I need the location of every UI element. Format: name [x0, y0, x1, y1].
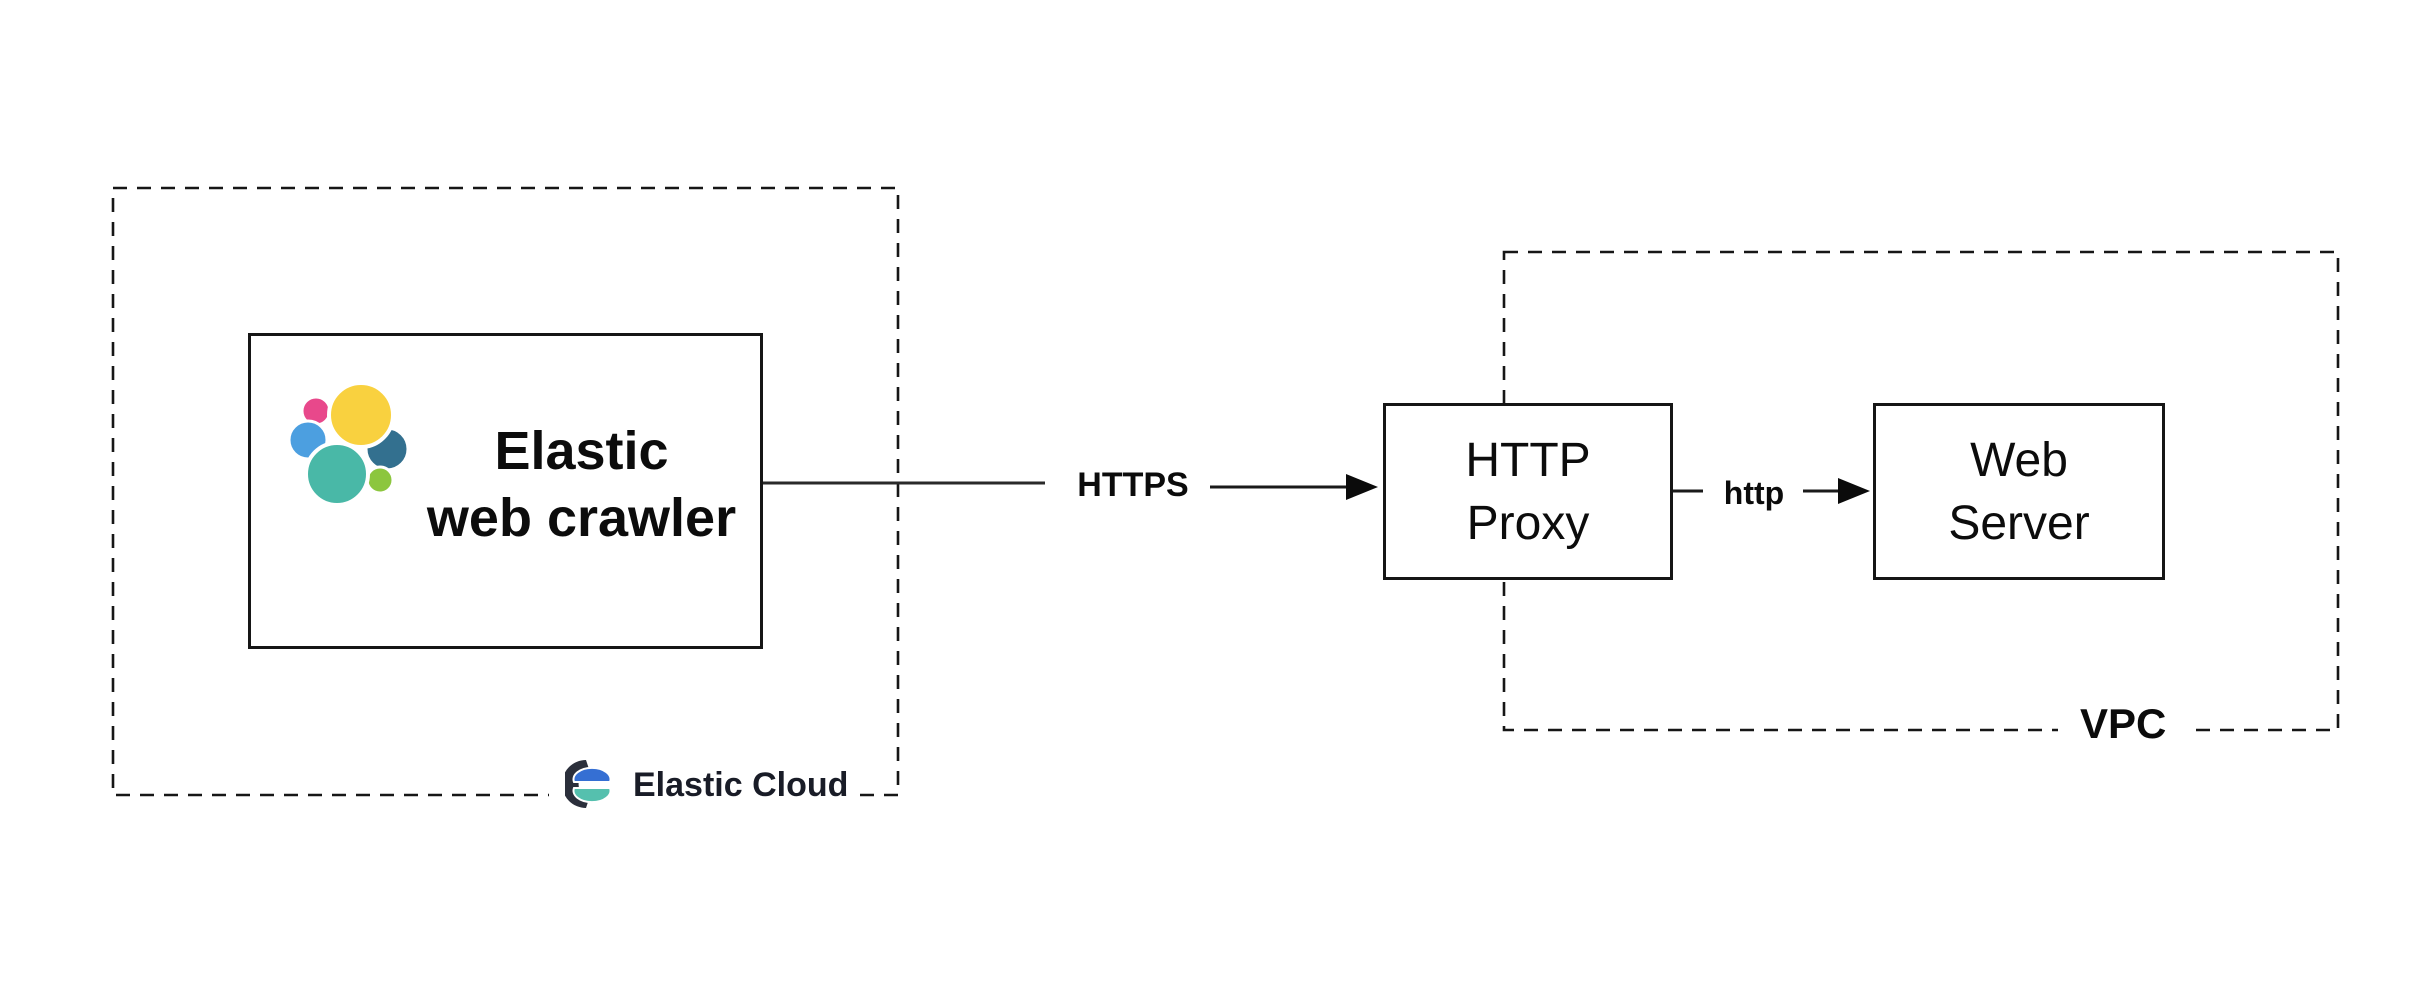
vpc-group-label: VPC: [2058, 701, 2189, 747]
logo-blob-green: [365, 465, 395, 495]
logo-blob-yellow: [327, 384, 395, 449]
server-node-title: Web Server: [1948, 429, 2089, 555]
web-server-node: Web Server: [1873, 403, 2165, 580]
crawler-title-line2: web crawler: [426, 488, 737, 548]
cloud-logo-teal-lens: [572, 787, 611, 804]
elastic-web-crawler-node: Elastic web crawler: [248, 333, 763, 649]
https-connection-label: HTTPS: [1077, 466, 1189, 504]
http-arrowhead-icon: [1838, 478, 1870, 504]
elastic-cloud-boundary: [111, 186, 900, 797]
crawler-node-title: Elastic web crawler: [409, 418, 754, 552]
http-proxy-node: HTTP Proxy: [1383, 403, 1673, 580]
cloud-logo-blue-lens: [572, 766, 611, 783]
elastic-cloud-badge: Elastic Cloud: [549, 756, 859, 813]
elasticsearch-cluster-logo-icon: [289, 384, 410, 506]
logo-blob-teal: [304, 441, 370, 506]
server-title-line1: Web: [1970, 433, 2068, 487]
proxy-title-line2: Proxy: [1466, 496, 1590, 550]
proxy-title-line1: HTTP: [1465, 433, 1591, 487]
elastic-cloud-logo-icon: [565, 760, 611, 808]
https-arrowhead-icon: [1346, 474, 1378, 500]
server-title-line2: Server: [1948, 496, 2090, 550]
http-connection-label: http: [1723, 475, 1785, 511]
crawler-title-line1: Elastic: [494, 421, 669, 481]
proxy-node-title: HTTP Proxy: [1465, 429, 1590, 555]
elastic-cloud-label: Elastic Cloud: [633, 765, 849, 804]
